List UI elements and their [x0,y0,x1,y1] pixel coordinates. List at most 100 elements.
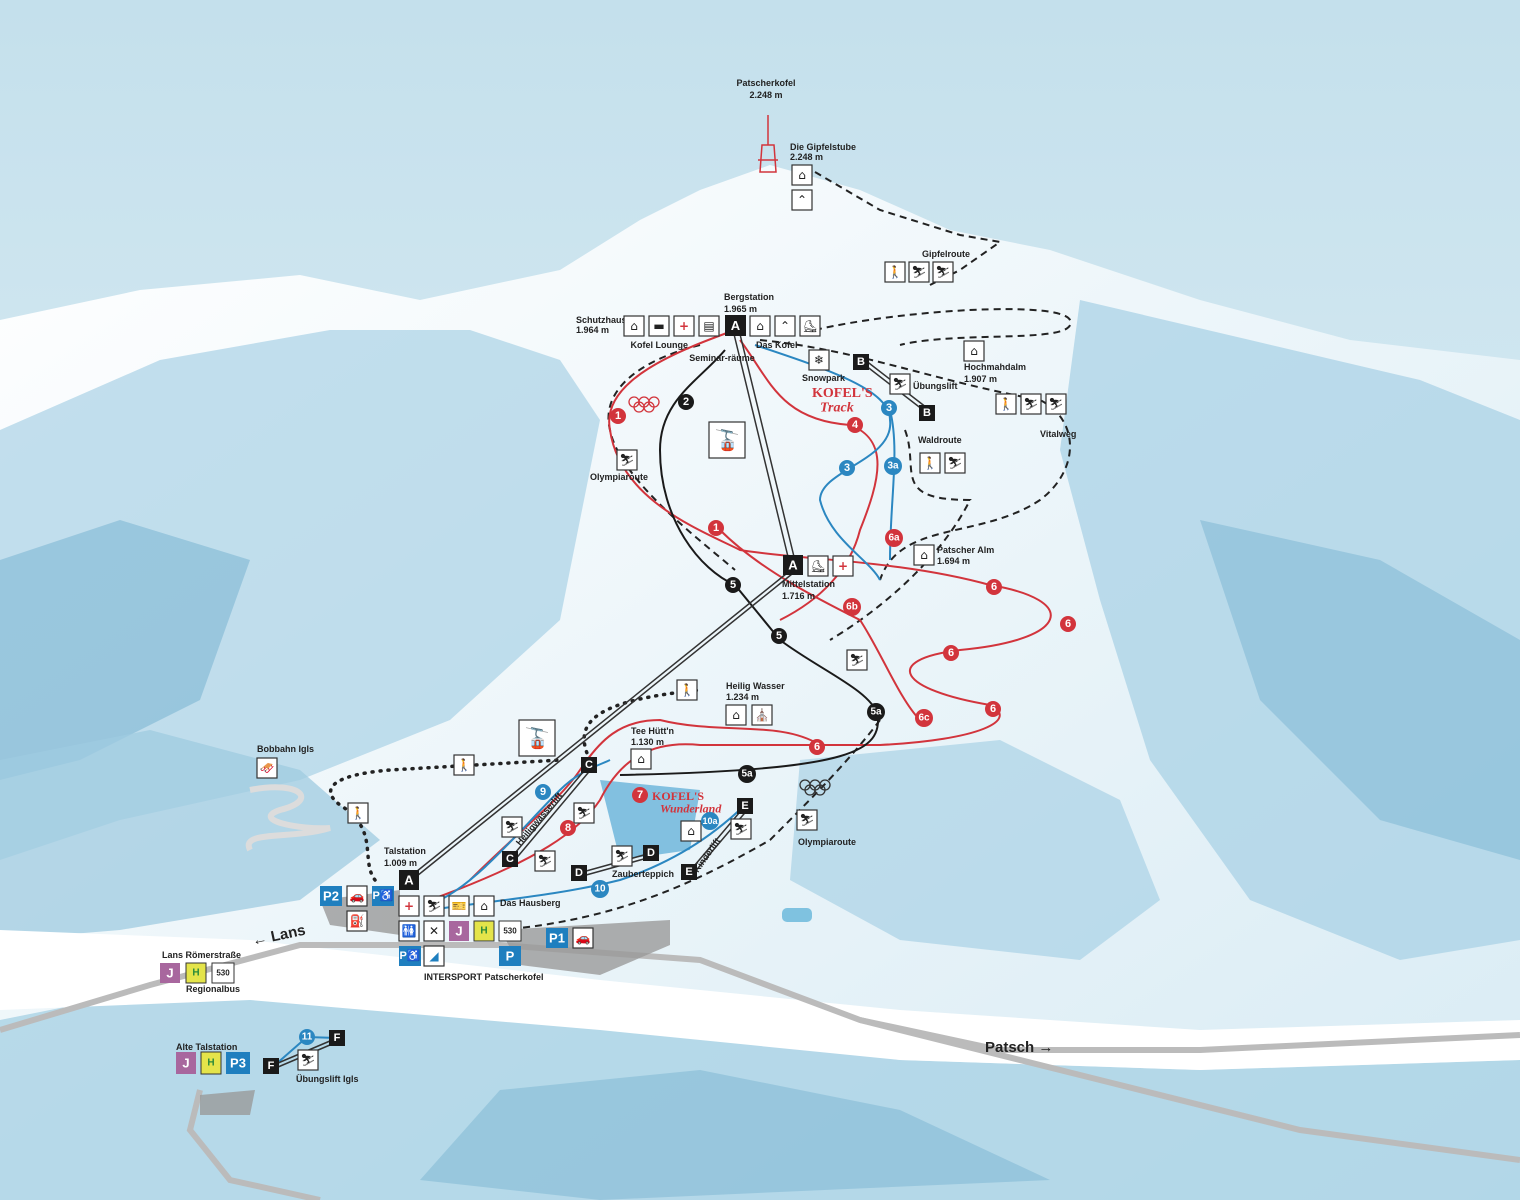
svg-text:⌂: ⌂ [920,548,928,562]
hut-icon[interactable]: ⌂ [913,544,935,566]
svg-text:⛷: ⛷ [911,265,926,279]
bergstation-label: Bergstation [724,292,774,302]
svg-text:⛷: ⛷ [300,1053,315,1067]
toilet-icon: 🚻 [398,920,420,942]
lift-marker-c[interactable]: C [581,757,597,773]
piste-marker-blue[interactable]: 9 [535,784,551,800]
svg-text:+: + [404,899,414,913]
lift-marker-b[interactable]: B [853,354,869,370]
piste-marker-red[interactable]: 6 [809,739,825,755]
svg-text:⛷: ⛷ [619,453,634,467]
svg-text:⛽: ⛽ [350,914,365,928]
lift-marker-f[interactable]: F [329,1030,345,1046]
piste-marker-blue[interactable]: 11 [299,1029,315,1045]
lift-marker-c[interactable]: C [502,851,518,867]
piste-marker-blue[interactable]: 10 [591,880,609,898]
parking-bus[interactable]: P [499,946,521,966]
parking-and-bus: P2 P♿ P1 P♿ P P3 J H 530 J H 530 J H [160,886,568,1075]
snowshoe-icon: ⛷ [908,261,930,283]
bergstation-elevation: 1.965 m [724,304,757,314]
lift-marker-a[interactable]: A [725,315,746,336]
hut-icon[interactable]: ⌂ [473,895,495,917]
cloakroom-icon: ⌃ [774,315,796,337]
piste-marker-black[interactable]: 5a [738,765,756,783]
piste-marker-blue[interactable]: 10a [701,812,719,830]
seminarraeume-label: Seminar-räume [689,353,755,363]
svg-text:J: J [455,924,462,939]
piste-marker-red[interactable]: 7 [632,787,648,803]
piste-marker-red[interactable]: 1 [610,408,626,424]
svg-text:A: A [731,318,741,333]
piste-marker-red[interactable]: 6 [943,645,959,661]
lift-marker-b[interactable]: B [919,405,935,421]
piste-marker-red[interactable]: 6 [1060,616,1076,632]
peak-elevation: 2.248 m [749,90,782,100]
lift-marker-e[interactable]: E [681,864,697,880]
svg-text:🚡: 🚡 [715,428,740,452]
parking-p3[interactable]: P3 [226,1052,250,1074]
gipfelroute-label: Gipfelroute [922,249,970,259]
lift-marker-a[interactable]: A [783,555,803,575]
bus-stop-talstation: J H 530 [449,920,522,942]
tee-huettn-elevation: 1.130 m [631,737,664,747]
svg-text:H: H [192,968,199,979]
hut-icon[interactable]: ⌂ [963,340,985,362]
piste-marker-blue[interactable]: 3a [884,457,902,475]
piste-marker-black[interactable]: 5a [867,703,885,721]
svg-text:F: F [268,1060,275,1072]
ev-charging-icon: ⛽ [346,910,368,932]
svg-text:⛪: ⛪ [755,707,770,722]
waldroute-label: Waldroute [918,435,962,445]
piste-marker-red[interactable]: 4 [847,417,863,433]
svg-text:10: 10 [594,884,606,895]
hut-icon[interactable]: ⌂ [623,315,645,337]
hiking-icon: 🚶 [995,393,1017,415]
parking-disabled[interactable]: P♿ [399,946,421,966]
hiking-icon: 🚶 [919,452,941,474]
piste-marker-red[interactable]: 6 [985,701,1001,717]
piste-marker-red[interactable]: 8 [560,820,576,836]
hut-icon[interactable]: ⌂ [630,748,652,770]
svg-text:⌂: ⌂ [630,319,638,333]
svg-text:5: 5 [776,630,782,642]
lift-marker-a[interactable]: A [399,870,419,890]
piste-marker-blue[interactable]: 3 [881,400,897,416]
piste-marker-red[interactable]: 6 [986,579,1002,595]
parking-disabled[interactable]: P♿ [372,886,394,906]
surface-lift-icon: ⛷ [889,373,911,395]
lift-marker-d[interactable]: D [571,865,587,881]
piste-marker-blue[interactable]: 3 [839,460,855,476]
svg-text:E: E [741,800,748,812]
piste-marker-red[interactable]: 6c [915,709,933,727]
piste-marker-red[interactable]: 1 [708,520,724,536]
mittelstation-label: Mittelstation [782,579,835,589]
lift-marker-e[interactable]: E [737,798,753,814]
hut-icon[interactable]: ⌂ [791,164,813,186]
lift-marker-f[interactable]: F [263,1058,279,1074]
svg-text:P3: P3 [230,1056,246,1071]
surface-lift-icon: ⛷ [573,802,595,824]
svg-text:E: E [685,866,692,878]
hut-icon[interactable]: ⌂ [749,315,771,337]
piste-marker-black[interactable]: 5 [725,577,741,593]
svg-text:⛸: ⛸ [810,559,825,573]
parking-p1[interactable]: P1 [546,928,568,948]
hut-icon[interactable]: ⌂ [725,704,747,726]
svg-text:J: J [166,966,173,981]
svg-text:6: 6 [814,741,820,753]
piste-marker-red[interactable]: 6b [843,598,861,616]
piste-marker-red[interactable]: 6a [885,529,903,547]
piste-marker-black[interactable]: 5 [771,628,787,644]
cloakroom-icon: ⌃ [791,189,813,211]
parking-p2[interactable]: P2 [320,886,342,906]
uebungslift-label: Übungslift [913,381,958,391]
lift-marker-d[interactable]: D [643,845,659,861]
hiking-routes [499,171,1072,931]
svg-text:⛷: ⛷ [799,813,814,827]
svg-text:⌂: ⌂ [480,899,488,913]
svg-text:⛷: ⛷ [947,456,962,470]
piste-marker-black[interactable]: 2 [678,394,694,410]
hiking-icon: 🚶 [676,679,698,701]
tobogganing-icon: ⛷ [944,452,966,474]
hiking-icon: 🚶 [884,261,906,283]
